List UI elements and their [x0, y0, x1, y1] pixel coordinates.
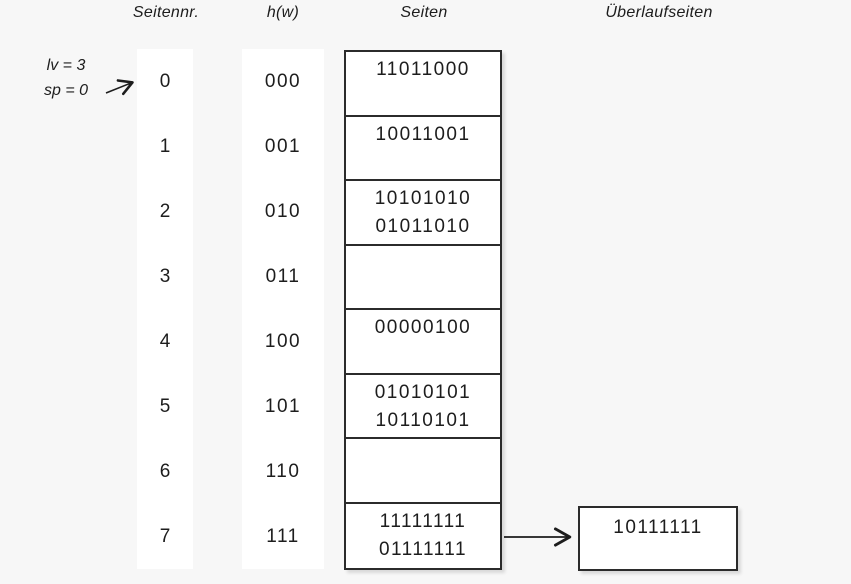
hash-value: 011 — [265, 266, 301, 287]
hw-column-strip — [242, 49, 324, 569]
header-hw: h(w) — [266, 4, 300, 21]
hash-value: 001 — [264, 136, 302, 157]
page-cell: 11011000 — [346, 52, 500, 117]
page-number: 7 — [159, 526, 171, 547]
page-cell: 11111111 01111111 — [346, 504, 500, 569]
state-sp: sp = 0 — [43, 82, 89, 99]
record-value: 10111111 — [613, 517, 703, 538]
page-number: 0 — [159, 71, 171, 92]
state-annotation: lv = 3 sp = 0 — [30, 53, 102, 103]
seitennr-column-strip — [137, 49, 193, 569]
header-seitennr: Seitennr. — [132, 4, 200, 21]
page-cell: 10011001 — [346, 117, 500, 181]
overflow-page-box: 10111111 — [578, 506, 738, 571]
page-cell: 00000100 — [346, 310, 500, 375]
hash-value: 000 — [264, 71, 302, 92]
bucket-column: 11011000 10011001 10101010 01011010 0000… — [344, 50, 502, 570]
header-seiten: Seiten — [400, 4, 448, 21]
page-number: 4 — [159, 331, 171, 352]
state-lv: lv = 3 — [46, 57, 86, 74]
record-value: 11011000 — [376, 59, 470, 80]
page-cell — [346, 246, 500, 310]
page-number: 2 — [159, 201, 171, 222]
page-cell: 01010101 10110101 — [346, 375, 500, 439]
page-cell: 10101010 01011010 — [346, 181, 500, 246]
record-value: 11111111 — [379, 510, 467, 532]
page-number: 3 — [159, 266, 171, 287]
hash-value: 100 — [264, 331, 302, 352]
record-value: 10101010 — [374, 188, 472, 209]
record-value: 00000100 — [374, 317, 472, 338]
page-number: 6 — [159, 461, 171, 482]
hash-value: 101 — [264, 396, 302, 417]
record-value: 01011010 — [375, 216, 471, 237]
record-value: 10110101 — [375, 409, 471, 431]
hash-value: 010 — [264, 201, 302, 222]
record-value: 10011001 — [375, 123, 471, 145]
page-number: 1 — [159, 136, 171, 157]
record-value: 01111111 — [378, 538, 468, 560]
header-ueberlaufseiten: Überlaufseiten — [605, 4, 713, 21]
hash-value: 111 — [266, 526, 300, 547]
page-number: 5 — [159, 396, 171, 417]
page-cell — [346, 439, 500, 504]
arrow-right-icon — [105, 79, 134, 96]
record-value: 01010101 — [374, 381, 472, 403]
hash-value: 110 — [265, 461, 301, 482]
